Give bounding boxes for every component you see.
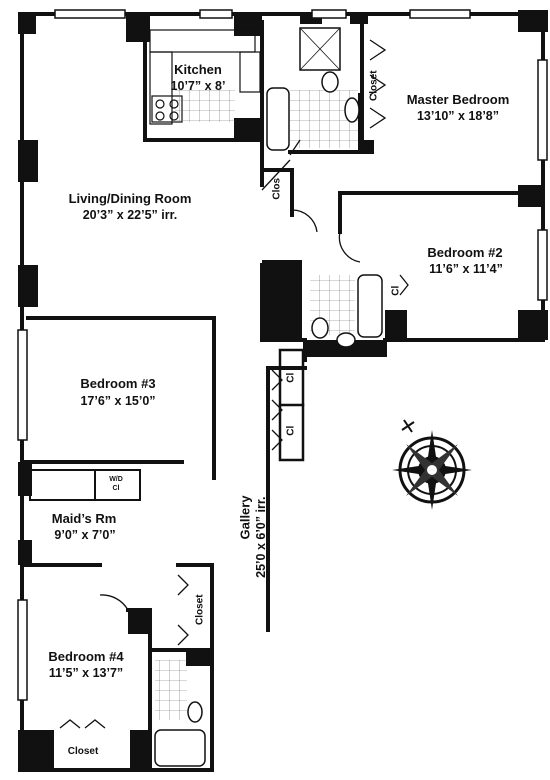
maids-room-name: Maid’s Rm <box>51 511 117 526</box>
bedroom-2-closet-label: Cl <box>390 285 402 296</box>
bedroom-4-dims: 11’5” x 13’7” <box>48 666 124 680</box>
bedroom-4-name: Bedroom #4 <box>48 649 124 664</box>
washer-dryer-label: W/D <box>109 476 123 483</box>
master-bedroom-name: Master Bedroom <box>406 92 510 107</box>
living-dining-dims: 20’3” x 22’5” irr. <box>82 208 178 222</box>
bedroom-3-name: Bedroom #3 <box>80 376 156 391</box>
compass-rose-icon <box>392 419 472 510</box>
pillars <box>18 10 548 772</box>
gallery-name: Gallery <box>237 495 253 540</box>
maids-room-dims: 9’0” x 7’0” <box>54 528 116 542</box>
hall-closet-label: Cl <box>270 290 282 301</box>
bed4-bath-fixtures <box>154 701 206 767</box>
windows <box>17 9 548 701</box>
kitchen-counters <box>149 29 261 125</box>
closet-door-marks <box>59 39 409 729</box>
living-dining-name: Living/Dining Room <box>68 191 192 206</box>
bedroom-4-closet-label: Closet <box>67 746 99 757</box>
kitchen-dims: 10’7” x 8’ <box>170 79 226 93</box>
master-closet-label: Closet <box>368 70 380 102</box>
doors <box>99 139 361 611</box>
kitchen-name: Kitchen <box>174 62 222 77</box>
bedroom-2-dims: 11’6” x 11’4” <box>429 262 503 276</box>
master-bedroom-dims: 13’10” x 18’8” <box>416 109 499 123</box>
master-bath-fixtures <box>266 27 360 151</box>
bedroom-3-dims: 17’6” x 15’0” <box>80 394 156 408</box>
washer-dryer-closet-label: Cl <box>112 485 120 492</box>
clos-label: Clos <box>271 177 283 200</box>
gallery-closet-1-label: Cl <box>285 372 297 383</box>
bedroom-2-name: Bedroom #2 <box>427 245 503 260</box>
gallery-dims: 25’0 x 6’0” irr. <box>253 496 268 578</box>
bed2-bath-fixtures <box>311 274 383 348</box>
gallery-closet-label: Closet <box>194 594 206 626</box>
gallery-closet-2-label: Cl <box>285 425 297 436</box>
tile-floors <box>155 90 358 720</box>
